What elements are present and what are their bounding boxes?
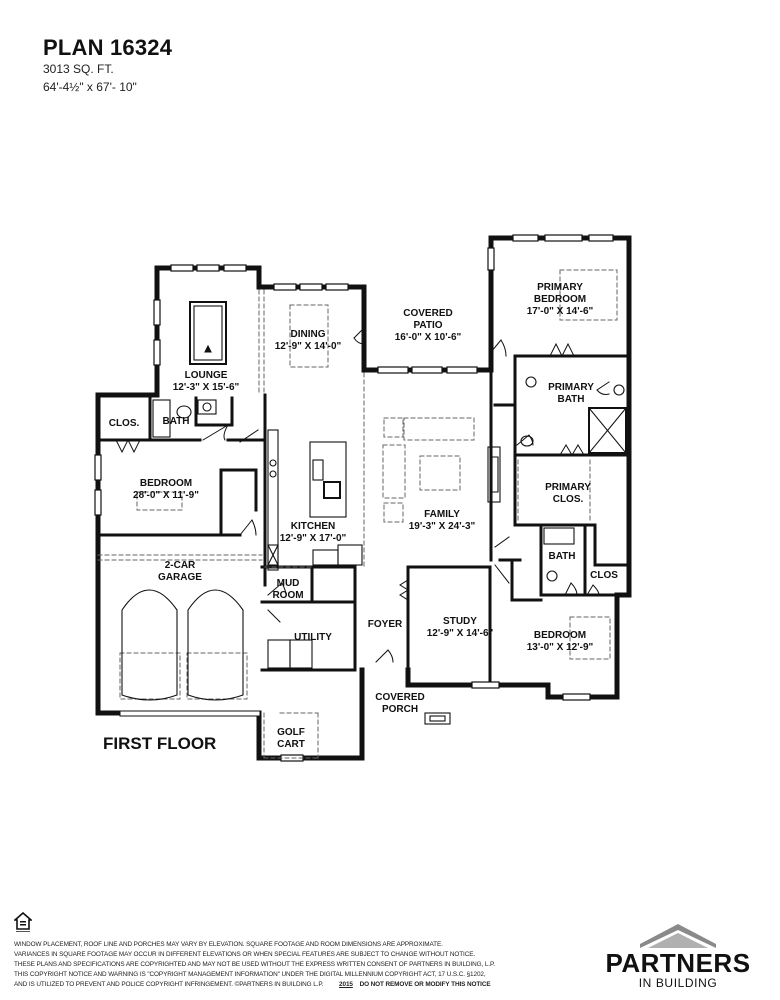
- room-bath-left: BATH: [162, 416, 189, 427]
- partners-in-building-logo: PARTNERS IN BUILDING: [598, 918, 758, 993]
- room-garage-name2: GARAGE: [158, 572, 202, 583]
- disclaimer-line: and is utilized to prevent and police co…: [14, 981, 324, 988]
- plan-overall-dimensions: 64'-4½" x 67'- 10": [43, 80, 137, 94]
- room-bedroom-left-name: BEDROOM: [140, 478, 192, 489]
- room-study-size: 12'-9" X 14'-6": [427, 628, 494, 639]
- copyright-disclaimer: Window placement, roof line and porches …: [14, 940, 584, 990]
- room-study-name: STUDY: [443, 616, 477, 627]
- room-primary-bedroom-size: 17'-0" X 14'-6": [527, 306, 594, 317]
- room-closet-right: CLOS: [590, 570, 618, 581]
- door-swings: [115, 327, 610, 663]
- logo-name: PARTNERS: [605, 948, 751, 978]
- room-foyer: FOYER: [368, 619, 403, 630]
- room-dining-name: DINING: [291, 329, 326, 340]
- equal-housing-icon: [14, 912, 32, 932]
- windows: [94, 234, 614, 762]
- disclaimer-line: These plans and specifications are copyr…: [14, 961, 495, 968]
- room-kitchen-name: KITCHEN: [291, 521, 335, 532]
- room-primary-bath-name1: PRIMARY: [548, 382, 594, 393]
- plan-title: PLAN 16324: [43, 35, 173, 60]
- room-bedroom-right-size: 13'-0" X 12'-9": [527, 642, 594, 653]
- room-patio-name2: PATIO: [413, 320, 442, 331]
- room-family-size: 19'-3" X 24'-3": [409, 521, 476, 532]
- dashed-lines: [97, 269, 618, 759]
- disclaimer-line: Window placement, roof line and porches …: [14, 941, 443, 948]
- room-porch-name2: PORCH: [382, 704, 418, 715]
- room-bedroom-left-size: 28'-0" X 11'-9": [133, 490, 199, 501]
- room-lounge-size: 12'-3" X 15'-6": [173, 382, 240, 393]
- roof-icon: [640, 924, 716, 948]
- floor-label: FIRST FLOOR: [103, 734, 216, 753]
- room-primary-bath-name2: BATH: [557, 394, 584, 405]
- room-patio-name1: COVERED: [403, 308, 452, 319]
- room-lounge-name: LOUNGE: [185, 370, 228, 381]
- room-utility: UTILITY: [294, 632, 332, 643]
- disclaimer-line: Variances in square footage may occur in…: [14, 951, 476, 958]
- interior-walls: [96, 354, 631, 687]
- plan-square-footage: 3013 SQ. FT.: [43, 62, 114, 76]
- room-closet-left: CLOS.: [109, 418, 140, 429]
- plan-header: PLAN 16324 3013 SQ. FT. 64'-4½" x 67'- 1…: [43, 36, 172, 96]
- garage-door: [119, 710, 261, 717]
- fixtures: [121, 301, 627, 725]
- copyright-year: 2015: [339, 981, 353, 988]
- room-mud-name2: ROOM: [272, 590, 303, 601]
- room-bedroom-right-name: BEDROOM: [534, 630, 586, 641]
- room-golf-cart-name1: GOLF: [277, 727, 305, 738]
- logo-tagline: IN BUILDING: [638, 976, 718, 990]
- room-dining-size: 12'-9" X 14'-0": [275, 341, 342, 352]
- room-porch-name1: COVERED: [375, 692, 424, 703]
- do-not-modify-notice: DO NOT REMOVE OR MODIFY THIS NOTICE: [359, 981, 491, 988]
- room-primary-closet-name2: CLOS.: [553, 494, 584, 505]
- room-garage-name1: 2-CAR: [165, 560, 196, 571]
- room-labels: LOUNGE 12'-3" X 15'-6" DINING 12'-9" X 1…: [103, 282, 618, 753]
- room-primary-bedroom-name2: BEDROOM: [534, 294, 586, 305]
- room-mud-name1: MUD: [277, 578, 300, 589]
- room-family-name: FAMILY: [424, 509, 460, 520]
- room-primary-closet-name1: PRIMARY: [545, 482, 591, 493]
- disclaimer-line: This copyright notice and warning is "Co…: [14, 971, 486, 978]
- disclaimer-line-last: and is utilized to prevent and police co…: [14, 980, 584, 990]
- room-kitchen-size: 12'-9" X 17'-0": [280, 533, 347, 544]
- room-primary-bedroom-name1: PRIMARY: [537, 282, 583, 293]
- room-bath-right: BATH: [548, 551, 575, 562]
- room-patio-size: 16'-0" X 10'-6": [395, 332, 462, 343]
- room-golf-cart-name2: CART: [277, 739, 305, 750]
